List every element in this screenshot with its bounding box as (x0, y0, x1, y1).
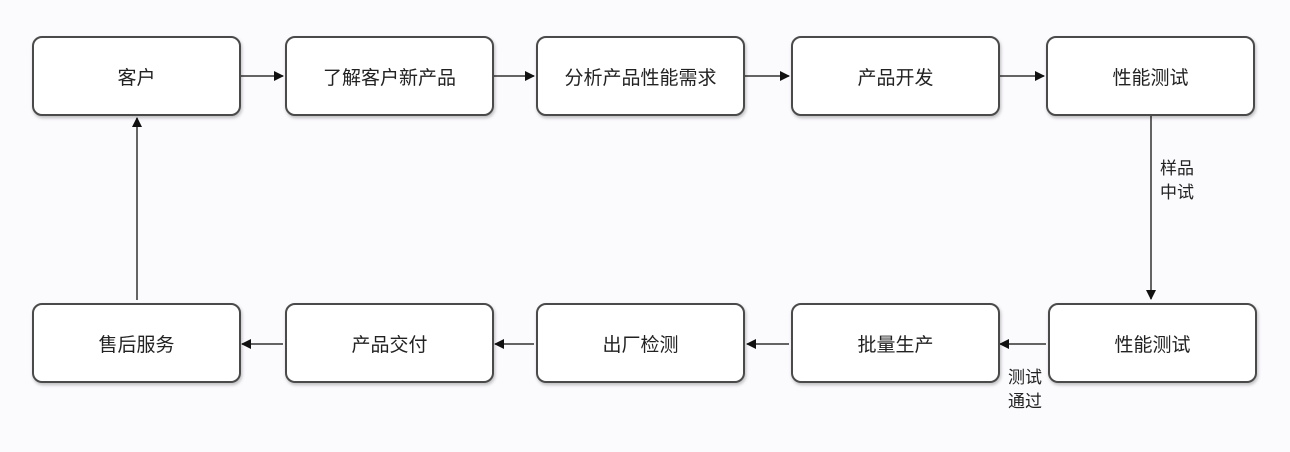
node-xingneng-ceshi-2: 性能测试 (1048, 303, 1257, 383)
node-kaifa-label: 产品开发 (857, 66, 934, 89)
edge-label-sample-line1: 样品 (1160, 159, 1194, 179)
node-fenxi-label: 分析产品性能需求 (564, 66, 717, 89)
node-chanpin-jiaofu: 产品交付 (285, 303, 494, 383)
node-piliang-label: 批量生产 (857, 333, 934, 356)
node-chanpin-kaifa: 产品开发 (791, 36, 1000, 116)
node-chuchang-label: 出厂检测 (602, 333, 679, 356)
node-fenxi-xuqiu: 分析产品性能需求 (536, 36, 745, 116)
edge-label-pass-line1: 测试 (1008, 368, 1042, 388)
node-shouhou-label: 售后服务 (98, 333, 175, 356)
node-kehu-label: 客户 (117, 66, 156, 89)
node-chuchang-jiance: 出厂检测 (536, 303, 745, 383)
edge-label-pass-line2: 通过 (1008, 392, 1042, 412)
node-jiaofu-label: 产品交付 (351, 333, 428, 356)
node-liaojie-label: 了解客户新产品 (322, 66, 456, 89)
node-kehu: 客户 (32, 36, 241, 116)
edge-label-test-passed: 测试 通过 (1008, 366, 1042, 414)
node-piliang-shengchan: 批量生产 (791, 303, 1000, 383)
node-xingneng-ceshi-1: 性能测试 (1046, 36, 1255, 116)
node-shouhou-fuwu: 售后服务 (32, 303, 241, 383)
edge-label-sample-line2: 中试 (1160, 183, 1194, 203)
edge-label-sample-trial: 样品 中试 (1160, 157, 1194, 205)
node-ceshi1-label: 性能测试 (1112, 66, 1189, 89)
node-liaojie-xinchanpin: 了解客户新产品 (285, 36, 494, 116)
node-ceshi2-label: 性能测试 (1114, 333, 1191, 356)
